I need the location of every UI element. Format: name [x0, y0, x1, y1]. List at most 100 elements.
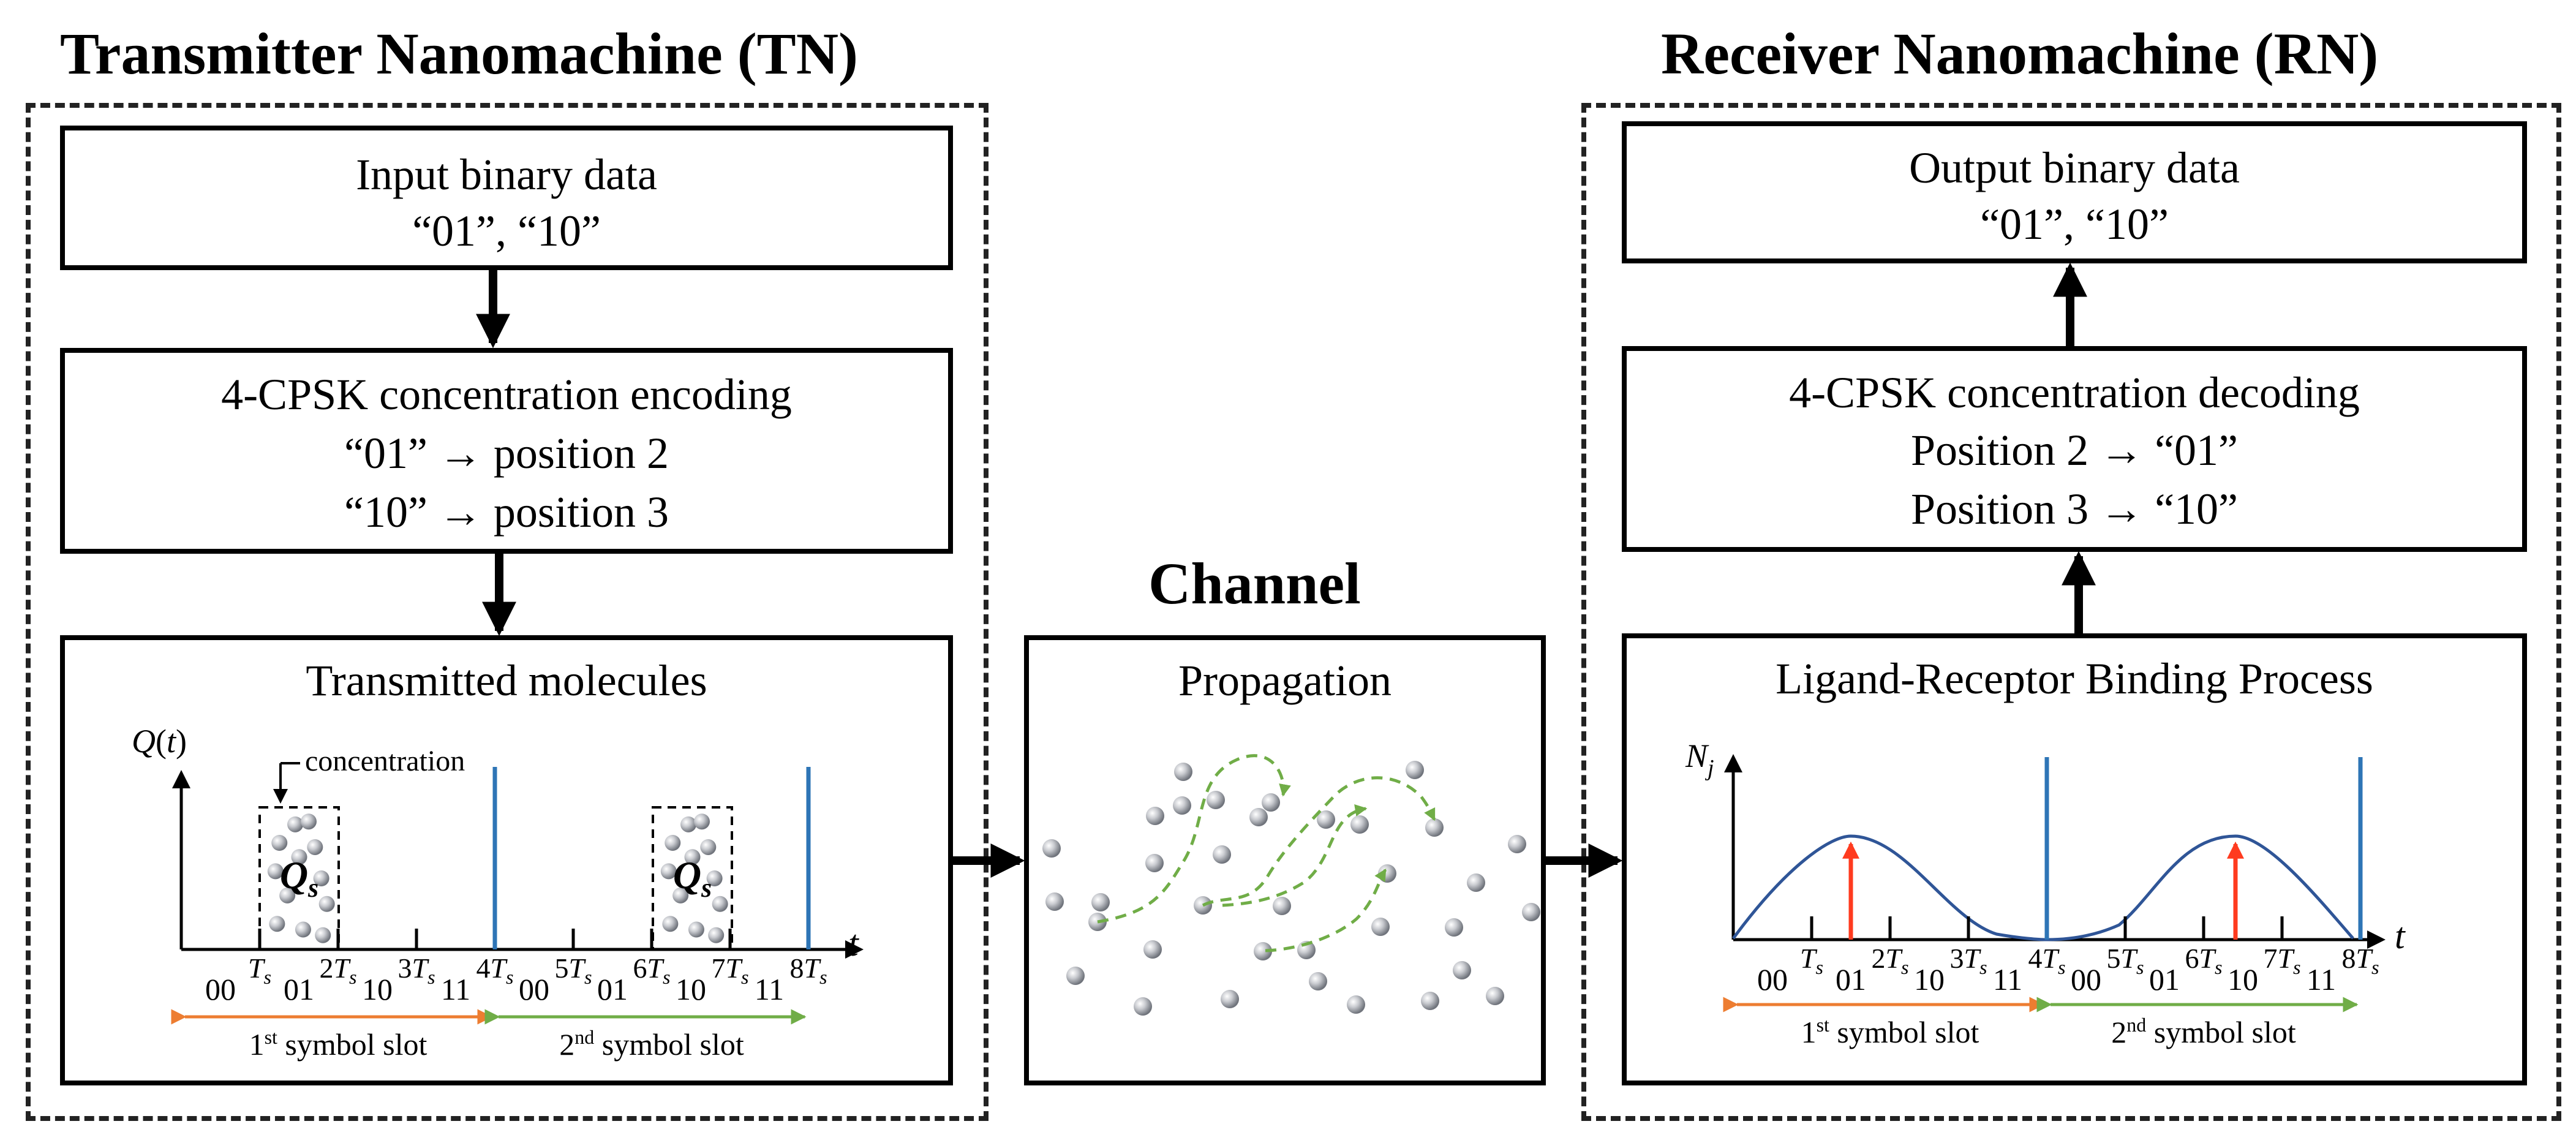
decoding-box: 4-CPSK concentration decoding Position 2…: [1622, 346, 2527, 552]
rn-symbol-label: 00: [1757, 962, 1788, 997]
channel-molecule: [1254, 942, 1272, 960]
tn-molecule: [287, 816, 304, 832]
encoding-box-line1: 4-CPSK concentration encoding: [221, 370, 792, 419]
tn-tick-label: 5Ts: [554, 952, 592, 988]
channel-molecule: [1146, 807, 1164, 825]
channel-molecule: [1378, 864, 1396, 883]
propagation-path-arrow: [1222, 804, 1368, 907]
output-box-line1: Output binary data: [1909, 143, 2240, 192]
channel-molecule: [1145, 854, 1164, 872]
tn-qs-label: Qs: [673, 853, 712, 903]
tn-molecule: [291, 849, 307, 866]
tn-molecule: [708, 927, 725, 943]
tn-molecule: [267, 863, 284, 880]
tn-molecule: [665, 835, 681, 851]
tn-symbol-label: 01: [284, 972, 314, 1006]
rn-symbol-label: 10: [2228, 962, 2258, 997]
tn-tick-label: 8Ts: [789, 952, 827, 988]
input-box-line2: “01”, “10”: [412, 206, 601, 255]
output-binary-box: Output binary data “01”, “10”: [1622, 121, 2527, 263]
tn-concentration-label: concentration: [305, 745, 465, 777]
tn-molecule: [269, 916, 285, 932]
rn-symbol-label: 11: [2307, 962, 2336, 997]
channel-molecule: [1347, 995, 1365, 1014]
channel-molecule: [1425, 818, 1444, 837]
channel-box-title: Propagation: [1178, 656, 1392, 705]
rn-tick-label: Ts: [1800, 943, 1823, 978]
decoding-box-line3: Position 3 → “10”: [1911, 485, 2238, 534]
molecules-box-title: Transmitted molecules: [306, 656, 707, 705]
input-binary-box: Input binary data “01”, “10”: [60, 126, 953, 270]
tn-molecule: [700, 839, 717, 855]
channel-molecule: [1508, 835, 1526, 853]
channel-molecule: [1091, 893, 1110, 911]
rn-symbol-label: 11: [1993, 962, 2022, 997]
channel-molecule: [1262, 793, 1280, 812]
tn-symbol-label: 11: [441, 972, 470, 1006]
rn-tick-label: 3Ts: [1949, 943, 1987, 978]
binding-box-title: Ligand-Receptor Binding Process: [1776, 654, 2373, 703]
tn-molecule: [688, 921, 704, 938]
rn-symbol-label: 00: [2071, 962, 2101, 997]
encoding-box-line2: “01” → position 2: [344, 429, 669, 478]
output-box-line2: “01”, “10”: [1980, 200, 2169, 249]
tn-slot2-label: 2nd symbol slot: [559, 1026, 744, 1062]
rn-symbol-label: 10: [1914, 962, 1945, 997]
tn-molecule: [279, 887, 296, 903]
rn-tick-label: 4Ts: [2028, 943, 2065, 978]
tn-slot1-label: 1st symbol slot: [249, 1026, 427, 1062]
channel-molecule: [1445, 918, 1463, 937]
tn-tick-label: 3Ts: [397, 952, 435, 988]
channel-molecule: [1045, 892, 1064, 911]
tn-y-label: Q(t): [132, 723, 187, 760]
tn-t-label: t: [848, 923, 859, 964]
rn-tick-label: 2Ts: [1871, 943, 1908, 978]
channel-molecules: [1042, 754, 1540, 1016]
tn-symbol-label: 00: [519, 972, 549, 1006]
tn-molecule: [712, 896, 728, 912]
channel-molecule: [1453, 961, 1471, 979]
channel-molecule: [1207, 791, 1225, 809]
rn-symbol-label: 01: [1836, 962, 1866, 997]
rn-tick-label: 5Ts: [2106, 943, 2144, 978]
rn-y-label: Nj: [1685, 737, 1714, 781]
tn-symbol-label: 10: [676, 972, 706, 1006]
channel-molecule: [1249, 808, 1268, 826]
tn-symbol-label: 00: [205, 972, 236, 1006]
tn-qs-label: Qs: [280, 853, 318, 903]
rn-t-label: t: [2395, 916, 2406, 956]
rn-tick-label: 8Ts: [2341, 943, 2379, 978]
channel-molecule: [1134, 997, 1152, 1016]
tn-tick-label: 7Ts: [711, 952, 748, 988]
tn-symbol-label: 11: [755, 972, 784, 1006]
channel-molecule: [1486, 987, 1504, 1005]
tn-tick-label: 6Ts: [633, 952, 670, 988]
tn-molecule: [295, 921, 311, 938]
tn-molecule: [680, 816, 697, 832]
rn-slot1-label: 1st symbol slot: [1801, 1014, 1979, 1049]
channel-molecule: [1221, 990, 1239, 1008]
channel-box: Propagation: [1024, 635, 1546, 1085]
tn-tick-label: 4Ts: [476, 952, 513, 988]
channel-molecule: [1066, 967, 1085, 985]
channel-molecule: [1421, 992, 1439, 1010]
channel-title: Channel: [1148, 551, 1361, 616]
tn-molecule: [318, 896, 335, 912]
propagation-path-arrow: [1202, 776, 1436, 907]
rn-tick-label: 7Ts: [2263, 943, 2300, 978]
tn-molecule: [313, 870, 330, 886]
rn-title: Receiver Nanomachine (RN): [1661, 21, 2379, 86]
channel-molecule: [1317, 810, 1335, 829]
tn-molecule: [315, 927, 331, 943]
tn-symbol-label: 01: [597, 972, 628, 1006]
channel-molecule: [1467, 873, 1485, 892]
channel-molecule: [1174, 763, 1192, 781]
propagation-path-arrow: [1265, 868, 1387, 952]
channel-molecule: [1309, 972, 1327, 990]
propagation-path-arrow: [1097, 754, 1291, 924]
channel-molecule: [1371, 918, 1390, 936]
encoding-box: 4-CPSK concentration encoding “01” → pos…: [60, 348, 953, 554]
